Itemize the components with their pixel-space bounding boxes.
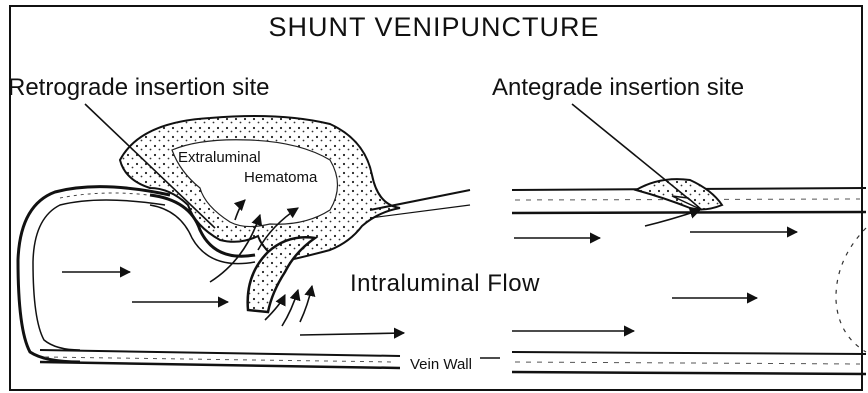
antegrade-leader-line xyxy=(572,104,690,200)
antegrade-insertion-label: Antegrade insertion site xyxy=(492,76,744,100)
right-vessel xyxy=(512,179,866,374)
vein-wall-label: Vein Wall xyxy=(410,357,472,372)
antegrade-puncture xyxy=(636,179,722,209)
intraluminal-flow-label: Intraluminal Flow xyxy=(350,272,540,296)
retrograde-insertion-label: Retrograde insertion site xyxy=(8,76,269,100)
figure-frame xyxy=(10,6,862,390)
hematoma-label-line1: Extraluminal xyxy=(178,150,261,165)
figure-title: SHUNT VENIPUNCTURE xyxy=(0,14,868,41)
right-flow-arrows xyxy=(512,210,797,331)
hematoma-label-line2: Hematoma xyxy=(244,170,317,185)
